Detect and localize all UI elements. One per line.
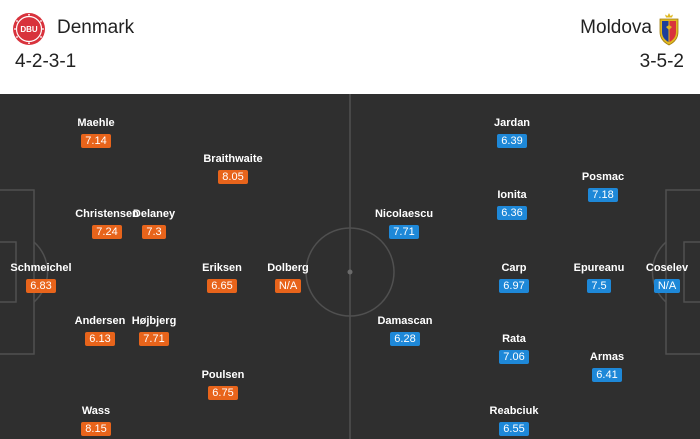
- player-name: Rata: [502, 333, 526, 345]
- player-name: Andersen: [74, 315, 126, 327]
- player-rating-badge: 6.75: [208, 386, 238, 400]
- player-name: Posmac: [581, 171, 625, 183]
- player-rating-badge: 6.41: [592, 368, 622, 382]
- away-player[interactable]: Ionita 6.36: [467, 189, 557, 221]
- home-player[interactable]: Delaney 7.3: [109, 208, 199, 240]
- player-rating-badge: 6.39: [497, 134, 527, 148]
- player-name: Delaney: [132, 208, 176, 220]
- crest-text: DBU: [20, 25, 38, 34]
- pitch-lines: [0, 94, 700, 439]
- player-name: Christensen: [75, 208, 139, 220]
- player-rating-badge: 6.36: [497, 206, 527, 220]
- player-rating-badge: 6.97: [499, 279, 529, 293]
- player-rating-badge: 6.13: [85, 332, 115, 346]
- away-player[interactable]: Carp 6.97: [469, 262, 559, 294]
- player-name: Carp: [501, 262, 527, 274]
- player-name: Poulsen: [201, 369, 245, 381]
- away-player[interactable]: Damascan 6.28: [360, 315, 450, 347]
- away-player[interactable]: Armas 6.41: [562, 351, 652, 383]
- player-name: Armas: [589, 351, 625, 363]
- player-rating-badge: 7.5: [587, 279, 611, 293]
- player-rating-badge: 7.71: [139, 332, 169, 346]
- player-name: Epureanu: [573, 262, 625, 274]
- home-player[interactable]: Maehle 7.14: [51, 117, 141, 149]
- player-rating-badge: 8.05: [218, 170, 248, 184]
- home-player[interactable]: Schmeichel 6.83: [0, 262, 86, 294]
- away-player[interactable]: Rata 7.06: [469, 333, 559, 365]
- home-player[interactable]: Højbjerg 7.71: [109, 315, 199, 347]
- player-name: Nicolaescu: [374, 208, 434, 220]
- player-name: Braithwaite: [203, 153, 263, 165]
- home-player[interactable]: Poulsen 6.75: [178, 369, 268, 401]
- player-rating-badge: 7.18: [588, 188, 618, 202]
- home-player[interactable]: Wass 8.15: [51, 405, 141, 437]
- player-rating-badge: 8.15: [81, 422, 111, 436]
- player-name: Schmeichel: [10, 262, 72, 274]
- player-name: Jardan: [493, 117, 531, 129]
- player-rating-badge: 7.24: [92, 225, 122, 239]
- player-rating-badge: 7.14: [81, 134, 111, 148]
- player-name: Coselev: [645, 262, 689, 274]
- denmark-crest-icon: DBU: [13, 13, 45, 45]
- player-name: Ionita: [497, 189, 527, 201]
- home-player[interactable]: Andersen 6.13: [55, 315, 145, 347]
- away-player[interactable]: Epureanu 7.5: [554, 262, 644, 294]
- home-player[interactable]: Braithwaite 8.05: [188, 153, 278, 185]
- player-rating-badge: 6.55: [499, 422, 529, 436]
- away-player[interactable]: Jardan 6.39: [467, 117, 557, 149]
- player-name: Højbjerg: [131, 315, 177, 327]
- player-name: Maehle: [77, 117, 115, 129]
- player-name: Wass: [81, 405, 111, 417]
- away-player[interactable]: Reabciuk 6.55: [469, 405, 559, 437]
- player-name: Eriksen: [202, 262, 242, 274]
- player-rating-badge: 6.83: [26, 279, 56, 293]
- player-rating-badge: N/A: [653, 279, 681, 293]
- home-team-name: Denmark: [57, 17, 135, 38]
- player-name: Dolberg: [267, 262, 309, 274]
- home-formation: 4-2-3-1: [15, 51, 77, 72]
- home-player[interactable]: Eriksen 6.65: [177, 262, 267, 294]
- player-rating-badge: 7.3: [142, 225, 166, 239]
- away-player[interactable]: Nicolaescu 7.71: [359, 208, 449, 240]
- home-player[interactable]: Christensen 7.24: [62, 208, 152, 240]
- moldova-crest-icon: [659, 13, 679, 46]
- player-name: Damascan: [377, 315, 433, 327]
- away-team-name: Moldova: [580, 17, 652, 38]
- away-player[interactable]: Posmac 7.18: [558, 171, 648, 203]
- player-rating-badge: 7.71: [389, 225, 419, 239]
- player-rating-badge: 7.06: [499, 350, 529, 364]
- match-header: DBU Denmark 4-2-3-1 Moldova 3-5-2: [0, 0, 700, 94]
- player-name: Reabciuk: [489, 405, 539, 417]
- player-rating-badge: N/A: [274, 279, 302, 293]
- away-formation: 3-5-2: [639, 51, 684, 72]
- player-rating-badge: 6.28: [390, 332, 420, 346]
- player-rating-badge: 6.65: [207, 279, 237, 293]
